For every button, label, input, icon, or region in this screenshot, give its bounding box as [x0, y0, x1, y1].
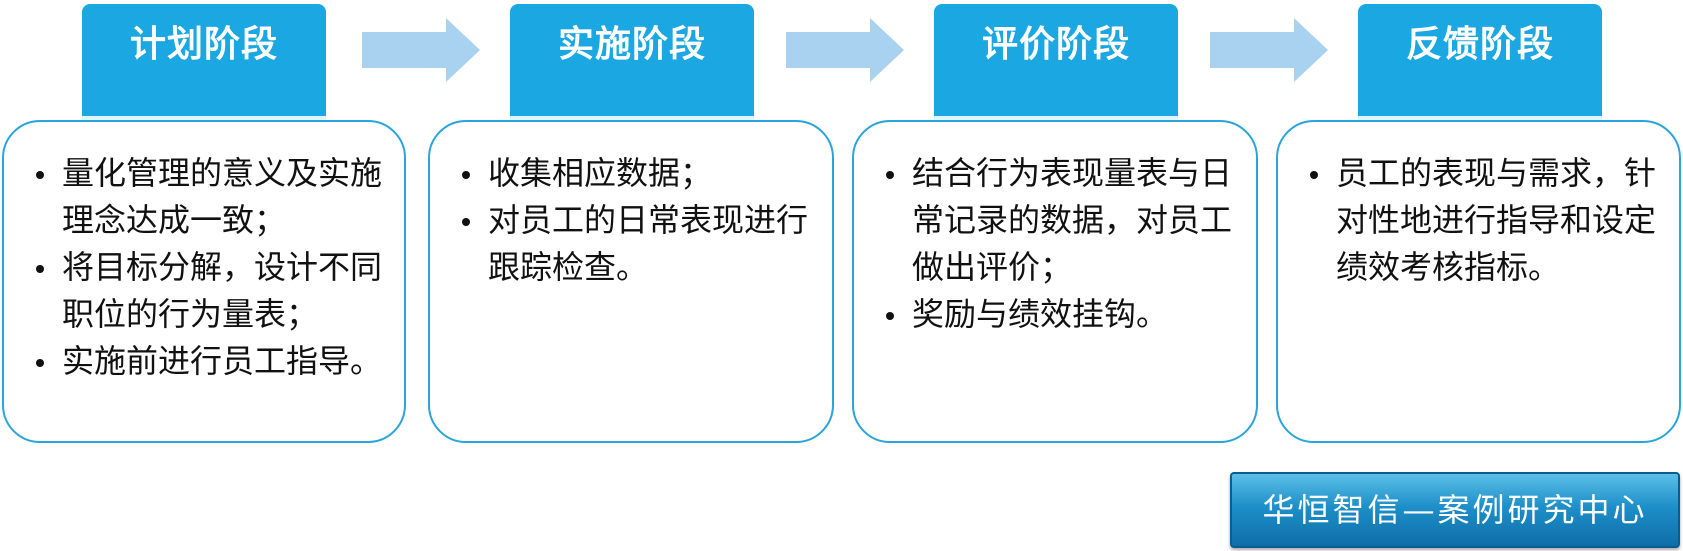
stage-card-evaluate: 结合行为表现量表与日常记录的数据，对员工做出评价； 奖励与绩效挂钩。 — [852, 120, 1258, 443]
list-item: 将目标分解，设计不同职位的行为量表； — [34, 244, 388, 338]
stage-title-evaluate: 评价阶段 — [981, 24, 1130, 65]
list-item: 结合行为表现量表与日常记录的数据，对员工做出评价； — [884, 150, 1240, 291]
list-item: 员工的表现与需求，针对性地进行指导和设定绩效考核指标。 — [1308, 150, 1663, 291]
stage-title-feedback: 反馈阶段 — [1405, 24, 1554, 65]
arrow-right-icon — [786, 18, 904, 82]
list-item: 奖励与绩效挂钩。 — [884, 291, 1240, 338]
stage-card-plan: 量化管理的意义及实施理念达成一致； 将目标分解，设计不同职位的行为量表； 实施前… — [2, 120, 406, 443]
stage-items-feedback: 员工的表现与需求，针对性地进行指导和设定绩效考核指标。 — [1308, 150, 1663, 291]
case-center-banner: 华恒智信—案例研究中心 — [1230, 472, 1680, 548]
list-item: 实施前进行员工指导。 — [34, 338, 388, 385]
stage-title-plan: 计划阶段 — [129, 24, 278, 65]
stage-card-feedback: 员工的表现与需求，针对性地进行指导和设定绩效考核指标。 — [1276, 120, 1681, 443]
arrow-right-icon — [1210, 18, 1328, 82]
list-item: 收集相应数据； — [460, 150, 816, 197]
arrow-right-icon — [362, 18, 480, 82]
stage-card-implement: 收集相应数据； 对员工的日常表现进行跟踪检查。 — [428, 120, 834, 443]
stage-items-evaluate: 结合行为表现量表与日常记录的数据，对员工做出评价； 奖励与绩效挂钩。 — [884, 150, 1240, 338]
list-item: 量化管理的意义及实施理念达成一致； — [34, 150, 388, 244]
stage-title-implement: 实施阶段 — [557, 24, 706, 65]
list-item: 对员工的日常表现进行跟踪检查。 — [460, 197, 816, 291]
stage-items-implement: 收集相应数据； 对员工的日常表现进行跟踪检查。 — [460, 150, 816, 291]
stage-items-plan: 量化管理的意义及实施理念达成一致； 将目标分解，设计不同职位的行为量表； 实施前… — [34, 150, 388, 385]
